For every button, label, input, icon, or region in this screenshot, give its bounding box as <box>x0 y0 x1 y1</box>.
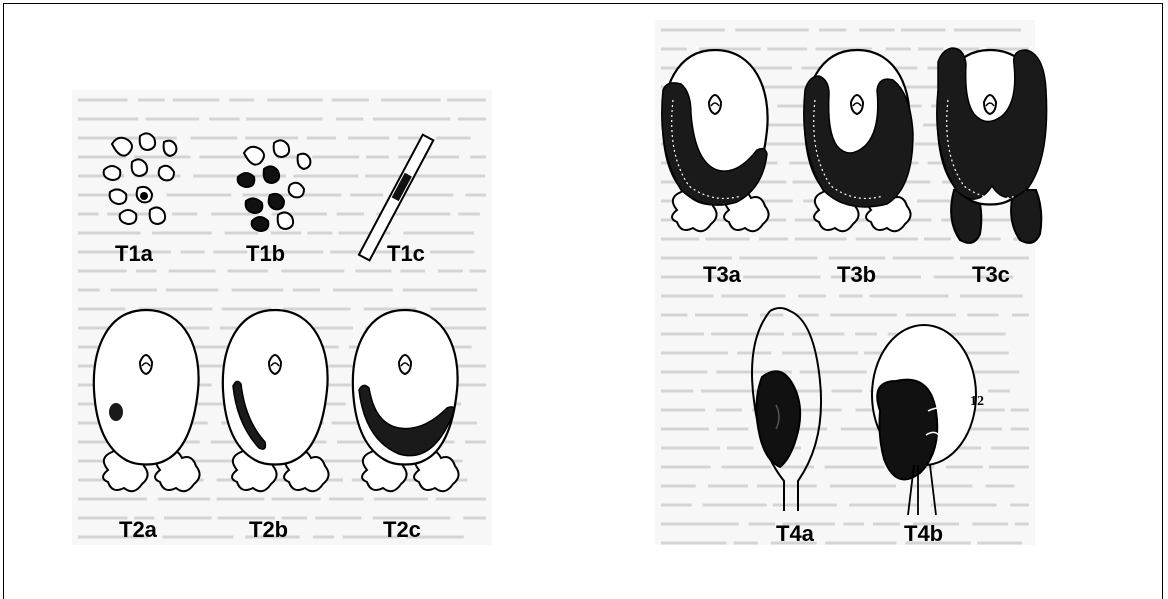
t3a-figure <box>655 40 785 250</box>
t4a-figure <box>740 305 840 520</box>
label-t1b: T1b <box>246 241 285 267</box>
t3b-figure <box>797 40 927 250</box>
t3c-figure <box>930 40 1060 250</box>
t1b-figure <box>234 135 324 235</box>
label-t3b: T3b <box>837 262 876 288</box>
t2b-figure <box>215 300 345 510</box>
label-t2a: T2a <box>119 517 157 543</box>
t2c-figure <box>345 300 475 510</box>
t2a-figure <box>86 300 216 510</box>
label-t1a: T1a <box>115 241 153 267</box>
label-t2b: T2b <box>249 517 288 543</box>
label-t4a: T4a <box>776 521 814 547</box>
t1a-figure <box>100 130 190 230</box>
label-t2c: T2c <box>383 517 421 543</box>
label-t3a: T3a <box>703 262 741 288</box>
t4b-annotation: 12 <box>970 394 984 409</box>
label-t4b: T4b <box>904 521 943 547</box>
label-t3c: T3c <box>972 262 1010 288</box>
t4b-figure: 12 <box>866 315 996 525</box>
label-t1c: T1c <box>387 241 425 267</box>
